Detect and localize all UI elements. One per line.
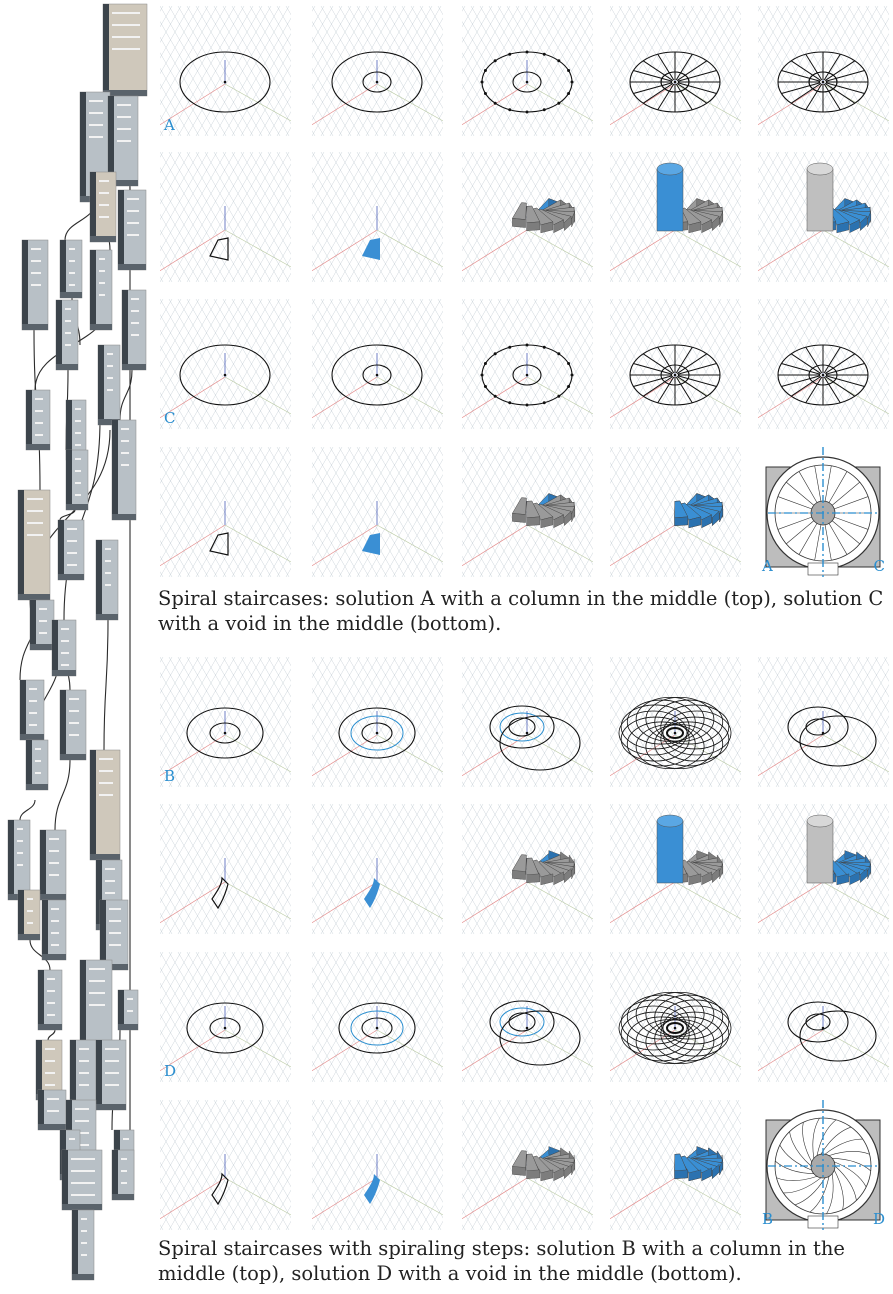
node-wire <box>119 369 133 421</box>
node-wire <box>103 619 109 751</box>
graph-node[interactable] <box>17 489 51 601</box>
graph-node[interactable] <box>79 959 113 1051</box>
section2-tile-row-1-col-1: B <box>160 657 291 787</box>
node-graph <box>7 3 148 1281</box>
graph-node[interactable] <box>111 419 137 521</box>
graph-node[interactable] <box>37 969 63 1031</box>
solution-label: C <box>164 409 176 427</box>
graph-node[interactable] <box>41 899 67 961</box>
graph-node[interactable] <box>117 989 139 1031</box>
plan-label-left: A <box>762 557 773 575</box>
graph-node[interactable] <box>59 239 83 299</box>
section1-tile-row-4-col-1 <box>160 447 291 577</box>
section1-tile-row-2-col-2 <box>312 152 443 282</box>
graph-node[interactable] <box>37 1089 67 1131</box>
section2-tile-row-4-col-4 <box>610 1100 741 1230</box>
graph-node[interactable] <box>55 299 79 371</box>
graph-node[interactable] <box>51 619 77 677</box>
graph-node[interactable] <box>107 95 139 187</box>
section2-tile-row-3-col-2 <box>312 952 443 1082</box>
section2-tile-row-1-col-3 <box>462 657 593 787</box>
section1-tile-row-2-col-5 <box>758 152 889 282</box>
graph-node[interactable] <box>95 539 119 621</box>
graph-node[interactable] <box>25 389 51 451</box>
section2-tile-row-4-col-1 <box>160 1100 291 1230</box>
section2-tile-row-1-col-4 <box>610 657 741 787</box>
graph-node[interactable] <box>102 3 148 97</box>
plan-label-left: B <box>762 1210 774 1228</box>
section1-tile-row-1-col-4 <box>610 6 741 136</box>
graph-node[interactable] <box>7 819 31 901</box>
graph-node[interactable] <box>69 1039 97 1111</box>
graph-node[interactable] <box>89 749 121 861</box>
section2-tile-row-2-col-3 <box>462 804 593 934</box>
section1-tile-row-3-col-4 <box>610 299 741 429</box>
graph-node[interactable] <box>61 1149 103 1211</box>
section1-tile-row-1-col-2 <box>312 6 443 136</box>
section2-tile-row-2-col-5 <box>758 804 889 934</box>
solution-label: D <box>164 1062 177 1080</box>
graph-node[interactable] <box>97 344 121 426</box>
section2-tile-row-3-col-3 <box>462 952 593 1082</box>
graph-node[interactable] <box>39 829 67 901</box>
section1-tile-row-2-col-4 <box>610 152 741 282</box>
section2-tile-row-1-col-5 <box>758 657 889 787</box>
section2-tile-row-1-col-2 <box>312 657 443 787</box>
section1-tile-row-3-col-5 <box>758 299 889 429</box>
plan-label-right: D <box>872 1210 885 1228</box>
section1-tile-row-2-col-3 <box>462 152 593 282</box>
section1-tile-row-1-col-1: A <box>160 6 291 136</box>
graph-node[interactable] <box>117 189 147 271</box>
caption-section-1: Spiral staircases: solution A with a col… <box>158 587 884 635</box>
graph-node[interactable] <box>71 1209 95 1281</box>
section2-tile-row-4-col-3 <box>462 1100 593 1230</box>
graph-node[interactable] <box>121 289 147 371</box>
section1-tile-row-2-col-1 <box>160 152 291 282</box>
node-wire <box>19 799 36 821</box>
node-wire <box>29 939 51 971</box>
graph-node[interactable] <box>17 889 41 941</box>
section2-tile-row-2-col-2 <box>312 804 443 934</box>
section1-tile-row-3-col-3 <box>462 299 593 429</box>
section2-tile-row-3-col-1: D <box>160 952 291 1082</box>
section1-tile-row-4-col-3 <box>462 447 593 577</box>
caption-section-2: Spiral staircases with spiraling steps: … <box>158 1237 845 1285</box>
graph-node[interactable] <box>95 1039 127 1111</box>
section2-tile-row-2-col-1 <box>160 804 291 934</box>
graph-node[interactable] <box>89 171 117 243</box>
graph-node[interactable] <box>99 899 129 971</box>
section1-tile-row-3-col-1: C <box>160 299 291 429</box>
node-wire <box>59 509 76 521</box>
graph-node[interactable] <box>19 679 45 741</box>
node-wire <box>47 1029 56 1041</box>
graph-node[interactable] <box>65 449 89 511</box>
graph-node[interactable] <box>111 1149 135 1201</box>
graph-node[interactable] <box>89 249 113 331</box>
section2-tile-row-2-col-4 <box>610 804 741 934</box>
section2-tile-row-3-col-5 <box>758 952 889 1082</box>
graph-node[interactable] <box>59 689 87 761</box>
graph-node[interactable] <box>57 519 85 581</box>
section1-tile-row-4-col-2 <box>312 447 443 577</box>
plan-label-right: C <box>873 557 885 575</box>
solution-label: A <box>164 116 175 134</box>
graph-node[interactable] <box>25 739 49 791</box>
graph-node[interactable] <box>21 239 49 331</box>
section1-tile-row-4-col-4 <box>610 447 741 577</box>
graph-node[interactable] <box>29 599 55 651</box>
node-wire <box>54 759 71 831</box>
solution-label: B <box>164 767 176 785</box>
section1-tile-row-1-col-5 <box>758 6 889 136</box>
section2-tile-row-4-col-2 <box>312 1100 443 1230</box>
section1-tile-row-1-col-3 <box>462 6 593 136</box>
section1-tile-row-3-col-2 <box>312 299 443 429</box>
section2-tile-row-3-col-4 <box>610 952 741 1082</box>
